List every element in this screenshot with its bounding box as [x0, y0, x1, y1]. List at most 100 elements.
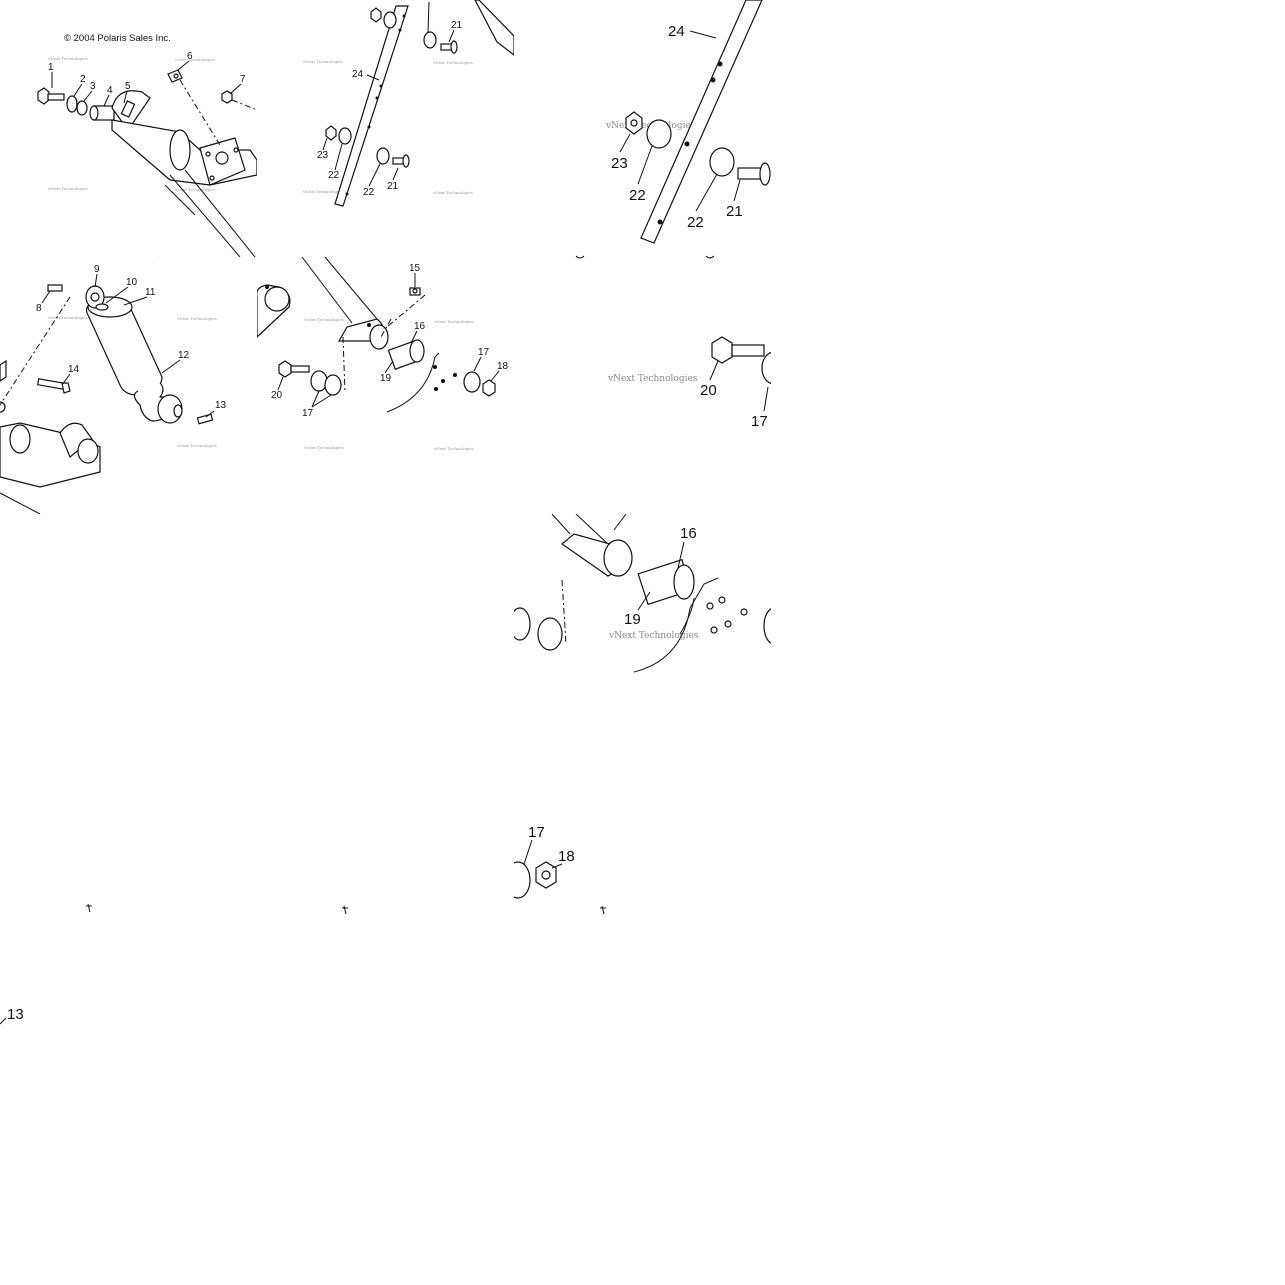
callout-18: 18	[558, 848, 575, 865]
ring-fragment	[0, 401, 6, 413]
washer-part-17	[761, 351, 771, 385]
watermark: vNext Technologies	[608, 631, 699, 641]
assembly-line	[342, 294, 426, 394]
washer-part-2	[66, 95, 78, 113]
tile-bolt-closeup-svg: vNext Technologies 20 17	[576, 257, 771, 430]
hole	[740, 608, 748, 616]
arm-end-left	[257, 284, 291, 338]
tile-strap-large-svg: vNext Technologies 24 23 22 22 21	[605, 0, 771, 244]
tile-fragment-13-svg: 13	[0, 1006, 24, 1025]
watermark: vNext Technologies	[607, 374, 698, 384]
copyright-text: © 2004 Polaris Sales Inc.	[64, 33, 171, 44]
callout-14: 14	[68, 364, 80, 375]
hole	[706, 602, 714, 610]
arm-end	[551, 514, 633, 577]
nut-part-23	[625, 111, 643, 135]
watermark: vNext Technologies	[47, 56, 88, 61]
strap-part-24	[640, 0, 763, 244]
pin-part-21	[392, 40, 458, 168]
watermark: vNext Technologies	[47, 186, 88, 191]
watermark: vNext Technologies	[303, 317, 344, 322]
hole	[724, 620, 732, 628]
callout-19: 19	[624, 611, 641, 628]
tile-strap-small: vNext Technologies vNext Technologies vN…	[257, 0, 514, 257]
callout-21: 21	[726, 203, 743, 220]
tile-main-shock-upper-svg: © 2004 Polaris Sales Inc. vNext Technolo…	[37, 33, 257, 257]
callout-18: 18	[497, 361, 509, 372]
tile-nut-closeup: 17 18	[514, 818, 624, 918]
bolt-part-20	[278, 360, 310, 378]
bracket-plate	[199, 137, 246, 186]
grease-fitting-part-15	[409, 287, 421, 296]
callout-5: 5	[125, 81, 131, 92]
tile-fragment-13: 13	[0, 1000, 40, 1030]
callout-16: 16	[680, 525, 697, 542]
arm-lower	[0, 422, 101, 514]
pin-part-13	[196, 413, 214, 425]
callout-17: 17	[528, 824, 545, 841]
callout-21: 21	[387, 181, 399, 192]
assembly-line	[179, 79, 221, 146]
arm-fragment	[474, 0, 514, 56]
callout-17: 17	[302, 408, 314, 419]
callout-7: 7	[240, 74, 246, 85]
callout-11: 11	[145, 287, 156, 298]
arm-upper-right	[301, 257, 389, 350]
watermark: vNext Technologies	[174, 187, 215, 192]
tile-pivot-assembly: vNext Technologies vNext Technologies vN…	[257, 257, 514, 514]
assembly-line	[561, 579, 567, 645]
watermark: vNext Technologies	[432, 60, 473, 65]
callout-23: 23	[611, 155, 628, 172]
edge-fragments	[575, 255, 715, 259]
callout-16: 16	[414, 321, 426, 332]
washer-part-22	[646, 119, 672, 149]
washer-part-17	[324, 374, 342, 396]
callout-9: 9	[94, 264, 100, 275]
hole	[710, 626, 718, 634]
washer-part-22	[376, 147, 390, 165]
callout-24: 24	[352, 69, 364, 80]
side-plate-edge	[633, 577, 719, 673]
nut-hole	[541, 870, 551, 880]
side-plate-edge	[386, 352, 440, 413]
washer-part-17	[310, 370, 328, 392]
bolt-part-1	[37, 87, 65, 105]
tile-main-shock-upper: © 2004 Polaris Sales Inc. vNext Technolo…	[0, 0, 257, 257]
washer-fragment	[763, 608, 771, 644]
callout-3: 3	[90, 81, 96, 92]
watermark: vNext Technologies	[302, 59, 343, 64]
grease-fitting-part-6	[167, 69, 183, 83]
washer-part-22	[709, 147, 735, 177]
tile-bushing-closeup-svg: vNext Technologies 16 19	[514, 514, 771, 673]
callout-23: 23	[317, 150, 329, 161]
watermark: vNext Technologies	[302, 189, 343, 194]
callout-13: 13	[7, 1006, 24, 1023]
callout-1: 1	[48, 62, 54, 73]
lower-eyelet	[157, 394, 183, 424]
callout-8: 8	[36, 303, 42, 314]
callout-17: 17	[478, 347, 490, 358]
callout-22: 22	[328, 170, 340, 181]
assembly-line	[0, 296, 71, 406]
washer-part-17	[514, 861, 531, 899]
tile-shock-absorber: vNext Technologies vNext Technologies vN…	[0, 257, 257, 514]
washer-part-22	[423, 31, 437, 49]
callout-6: 6	[187, 51, 193, 62]
callout-19: 19	[380, 373, 392, 384]
watermark: vNext Technologies	[176, 316, 217, 321]
tile-strap-large: vNext Technologies 24 23 22 22 21	[514, 0, 771, 257]
tile-shock-absorber-svg: vNext Technologies vNext Technologies vN…	[0, 257, 227, 514]
pin-part-8	[47, 284, 63, 292]
callout-22: 22	[687, 214, 704, 231]
bushing-part-16	[637, 558, 695, 606]
washer-part-22	[383, 11, 397, 29]
bolt-part-20	[711, 336, 765, 364]
tile-pivot-assembly-svg: vNext Technologies vNext Technologies vN…	[257, 257, 509, 451]
tile-bolt-closeup: vNext Technologies 20 17	[514, 257, 771, 514]
nut-part-18	[482, 379, 496, 397]
bolt-part-14	[36, 378, 71, 394]
tile-strap-small-svg: vNext Technologies vNext Technologies vN…	[302, 0, 514, 207]
tile-nut-closeup-svg: 17 18	[514, 824, 575, 899]
callout-10: 10	[126, 277, 138, 288]
